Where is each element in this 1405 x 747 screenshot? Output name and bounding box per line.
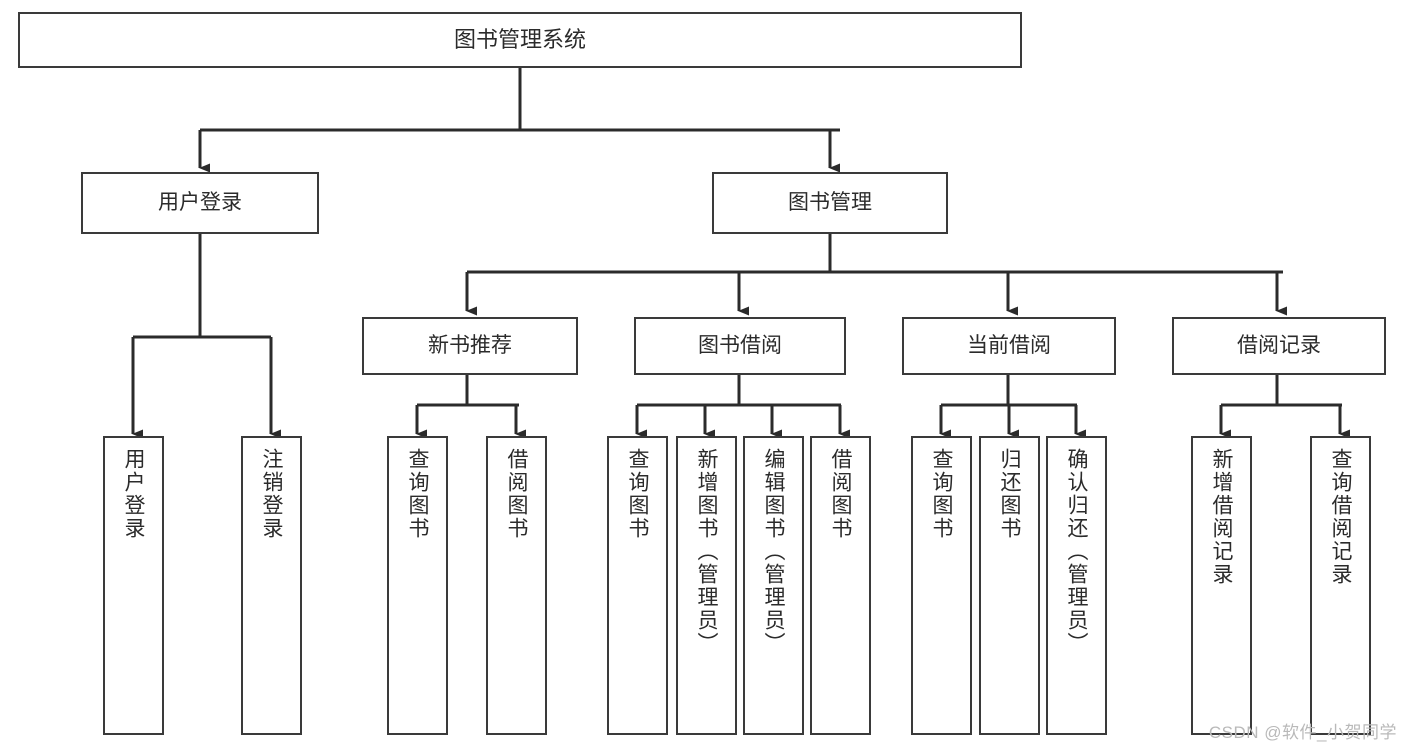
node-leaf-borrow-book-2[interactable]: 借阅图书 [810, 436, 871, 735]
node-leaf-borrow-book-1[interactable]: 借阅图书 [486, 436, 547, 735]
node-user-login-label: 用户登录 [158, 190, 242, 214]
node-root-label: 图书管理系统 [453, 26, 586, 52]
node-leaf-query-record-label: 查询借阅记录 [1329, 448, 1352, 586]
node-root-book-management-system[interactable]: 图书管理系统 [18, 12, 1022, 68]
node-leaf-borrow-book-2-label: 借阅图书 [829, 448, 852, 540]
node-leaf-add-record[interactable]: 新增借阅记录 [1191, 436, 1252, 735]
node-new-book-recommend[interactable]: 新书推荐 [362, 317, 578, 375]
node-new-book-recommend-label: 新书推荐 [428, 333, 512, 357]
node-leaf-return-book-label: 归还图书 [998, 448, 1021, 540]
node-leaf-query-book-1-label: 查询图书 [406, 448, 429, 540]
node-user-login[interactable]: 用户登录 [81, 172, 319, 234]
node-leaf-query-book-3[interactable]: 查询图书 [911, 436, 972, 735]
node-leaf-logout-label: 注销登录 [260, 448, 283, 540]
node-leaf-return-book[interactable]: 归还图书 [979, 436, 1040, 735]
node-leaf-edit-book[interactable]: 编辑图书（管理员） [743, 436, 804, 735]
node-leaf-add-record-label: 新增借阅记录 [1210, 448, 1233, 586]
node-current-borrow-label: 当前借阅 [967, 333, 1051, 357]
node-borrow-record[interactable]: 借阅记录 [1172, 317, 1386, 375]
node-leaf-query-book-2-label: 查询图书 [626, 448, 649, 540]
node-book-management-label: 图书管理 [788, 190, 872, 214]
node-borrow-record-label: 借阅记录 [1237, 333, 1321, 357]
node-leaf-confirm-return[interactable]: 确认归还（管理员） [1046, 436, 1107, 735]
node-leaf-add-book-label: 新增图书（管理员） [695, 448, 718, 655]
node-leaf-confirm-return-label: 确认归还（管理员） [1065, 448, 1088, 655]
node-current-borrow[interactable]: 当前借阅 [902, 317, 1116, 375]
node-leaf-query-record[interactable]: 查询借阅记录 [1310, 436, 1371, 735]
node-book-management[interactable]: 图书管理 [712, 172, 948, 234]
node-leaf-query-book-1[interactable]: 查询图书 [387, 436, 448, 735]
node-leaf-user-login-label: 用户登录 [122, 448, 145, 540]
csdn-watermark: CSDN @软件_小贺同学 [1208, 723, 1397, 742]
node-leaf-add-book[interactable]: 新增图书（管理员） [676, 436, 737, 735]
node-book-borrow-label: 图书借阅 [698, 333, 782, 357]
node-book-borrow[interactable]: 图书借阅 [634, 317, 846, 375]
node-leaf-user-login[interactable]: 用户登录 [103, 436, 164, 735]
node-leaf-borrow-book-1-label: 借阅图书 [505, 448, 528, 540]
node-leaf-query-book-3-label: 查询图书 [930, 448, 953, 540]
node-leaf-edit-book-label: 编辑图书（管理员） [762, 448, 785, 655]
node-leaf-query-book-2[interactable]: 查询图书 [607, 436, 668, 735]
node-leaf-logout[interactable]: 注销登录 [241, 436, 302, 735]
